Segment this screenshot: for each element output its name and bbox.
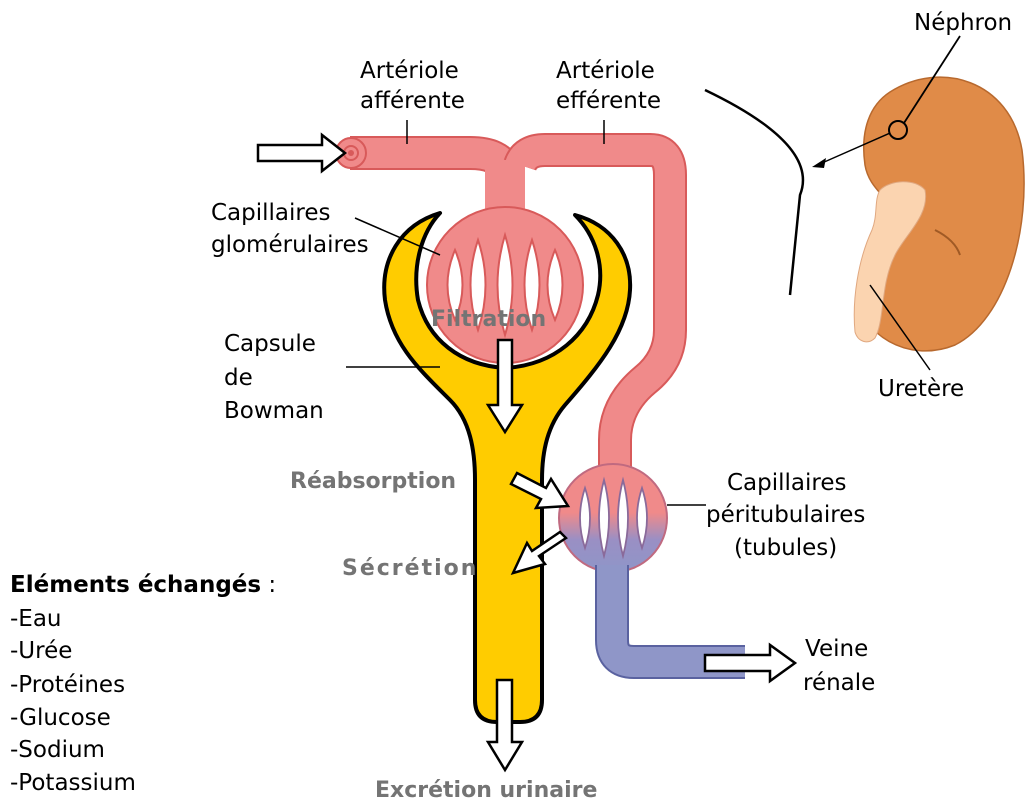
bowman-label-3: Bowman xyxy=(224,398,324,424)
efferent-label-1: Artériole xyxy=(556,58,655,84)
exchanged-elements-legend: Eléments échangés : -Eau -Urée -Protéine… xyxy=(10,572,276,796)
afferent-label-1: Artériole xyxy=(360,58,459,84)
glomerular-label-2: glomérulaires xyxy=(211,232,369,258)
legend-title: Eléments échangés xyxy=(10,572,261,598)
legend-item: -Urée xyxy=(10,638,72,664)
bowman-label-2: de xyxy=(224,365,253,391)
nephron-label: Néphron xyxy=(914,10,1012,36)
legend-item: -Eau xyxy=(10,606,62,632)
afferent-label-2: afférente xyxy=(360,88,465,114)
kidney-illustration xyxy=(705,36,1024,370)
legend-item: -Protéines xyxy=(10,672,125,698)
secretion-label: Sécrétion xyxy=(342,556,478,581)
efferent-label-2: efférente xyxy=(556,88,661,114)
peritubular-label-1: Capillaires xyxy=(727,470,847,496)
peritubular-label-3: (tubules) xyxy=(734,535,837,561)
peritubular-capillaries xyxy=(559,464,745,662)
reabsorption-label: Réabsorption xyxy=(290,469,456,494)
ureter-label: Uretère xyxy=(878,376,964,402)
inflow-arrow xyxy=(258,135,345,171)
legend-title-suffix: : xyxy=(261,572,276,598)
peritubular-label-2: péritubulaires xyxy=(706,502,865,528)
renal-vein-label-2: rénale xyxy=(803,670,875,696)
legend-title-line: Eléments échangés : xyxy=(10,572,276,598)
bowman-label-1: Capsule xyxy=(224,331,316,357)
nephron-pointer-head xyxy=(812,158,826,168)
legend-item: -Glucose xyxy=(10,705,111,731)
glomerular-label-1: Capillaires xyxy=(211,200,331,226)
excretion-label: Excrétion urinaire xyxy=(375,778,597,802)
filtration-label: Filtration xyxy=(431,307,546,332)
renal-vein-label-1: Veine xyxy=(805,636,868,662)
zoom-bracket-curve xyxy=(705,90,803,295)
legend-item: -Sodium xyxy=(10,737,105,763)
legend-item: -Potassium xyxy=(10,770,136,796)
